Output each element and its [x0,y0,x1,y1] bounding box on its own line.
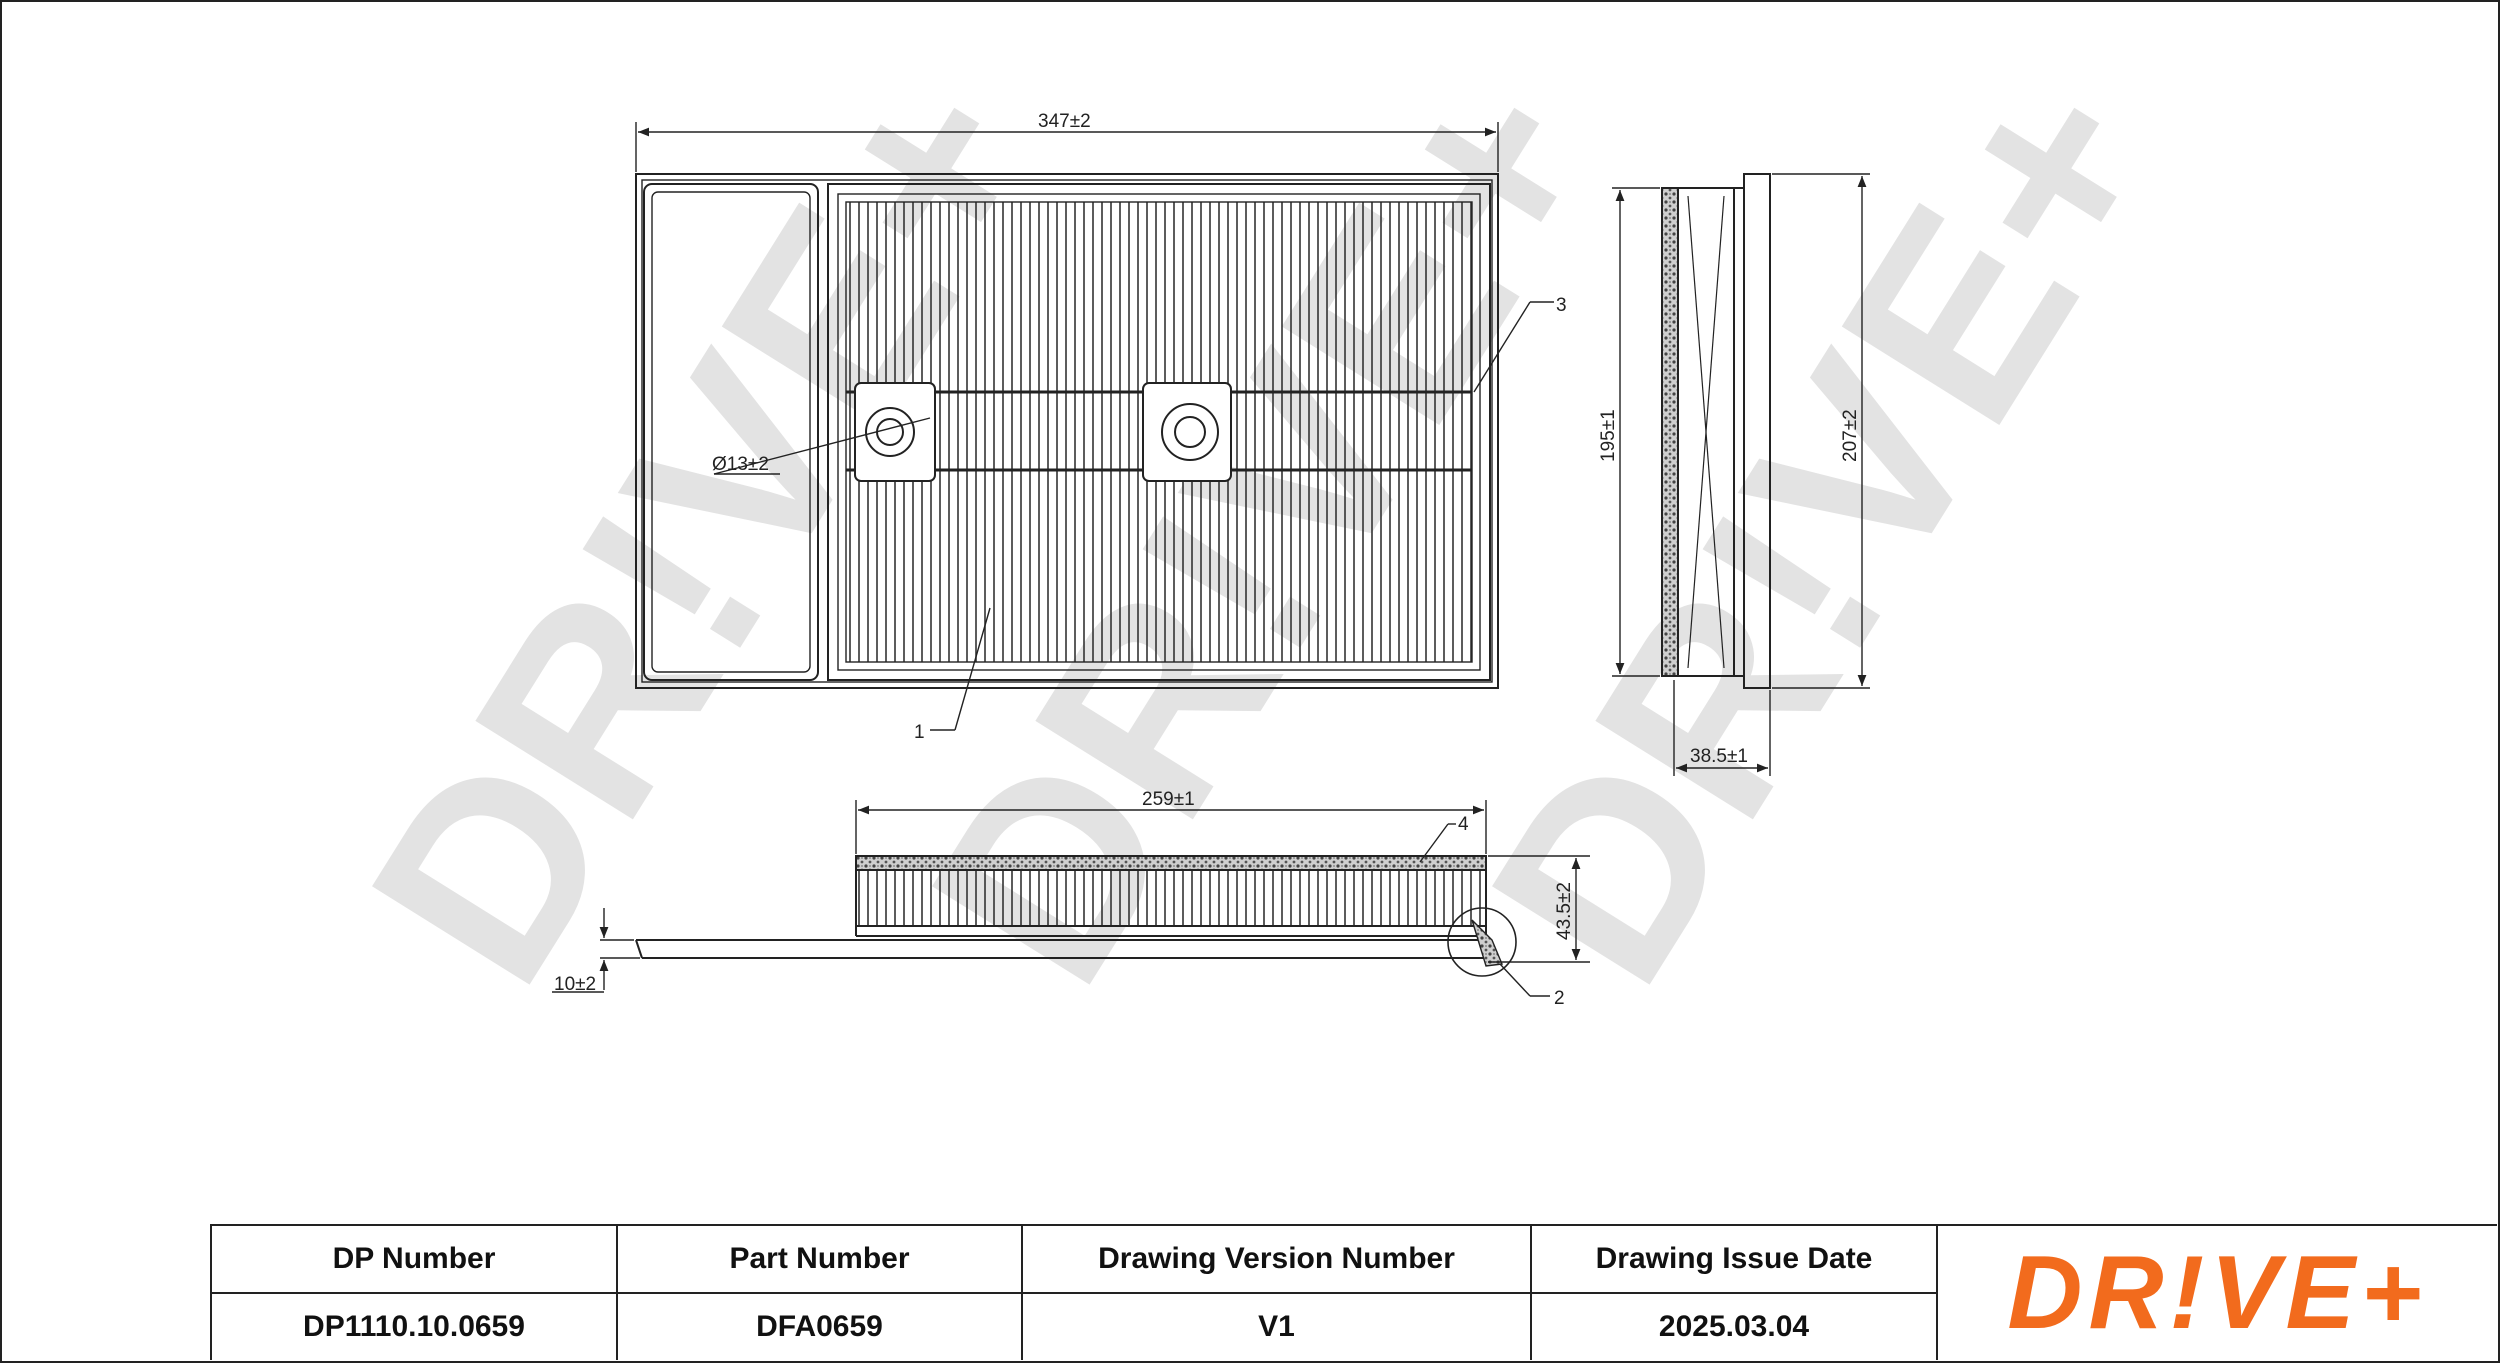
dim-inner-width: 195±1 [1598,409,1619,462]
value-version: V1 [1258,1310,1295,1343]
top-view-dimensions [635,122,1554,731]
seal-detail-circle [1447,907,1517,977]
value-part-number: DFA0659 [756,1310,883,1343]
front-view-dimensions [552,800,1590,997]
column-version: Drawing Version Number V1 [1023,1226,1532,1360]
filter-frame [827,183,1491,681]
callout-1: 1 [914,722,925,743]
title-block: DP Number DP1110.10.0659 Part Number DFA… [210,1224,2497,1360]
column-dp-number: DP Number DP1110.10.0659 [212,1226,618,1360]
header-part-number: Part Number [618,1226,1021,1294]
dim-height: 43.5±2 [1554,882,1575,940]
dim-depth: 38.5±1 [1690,746,1748,767]
callout-2: 2 [1554,988,1565,1009]
header-dp-number: DP Number [212,1226,616,1294]
callout-3: 3 [1556,295,1567,316]
callout-4: 4 [1458,814,1469,835]
brand-logo: DR!VE+ [1938,1226,2497,1360]
outer-frame [635,173,1499,689]
logo-text: DR!VE+ [2007,1235,2428,1351]
dim-hole-diameter: Ø13±2 [712,454,769,475]
dim-side-length: 259±1 [1142,789,1195,810]
column-part-number: Part Number DFA0659 [618,1226,1023,1360]
dim-flange: 10±2 [554,974,596,995]
dim-overall-length: 347±2 [1038,111,1091,132]
header-version: Drawing Version Number [1023,1226,1530,1294]
front-view [635,855,1517,977]
value-dp-number: DP1110.10.0659 [303,1310,525,1343]
dim-overall-width: 207±2 [1840,409,1861,462]
left-pocket [643,183,819,681]
header-issue-date: Drawing Issue Date [1532,1226,1936,1294]
top-view [635,173,1499,689]
column-issue-date: Drawing Issue Date 2025.03.04 [1532,1226,1938,1360]
value-issue-date: 2025.03.04 [1658,1310,1810,1343]
side-view-dimensions [1612,173,1870,776]
side-view-right [1661,173,1771,689]
